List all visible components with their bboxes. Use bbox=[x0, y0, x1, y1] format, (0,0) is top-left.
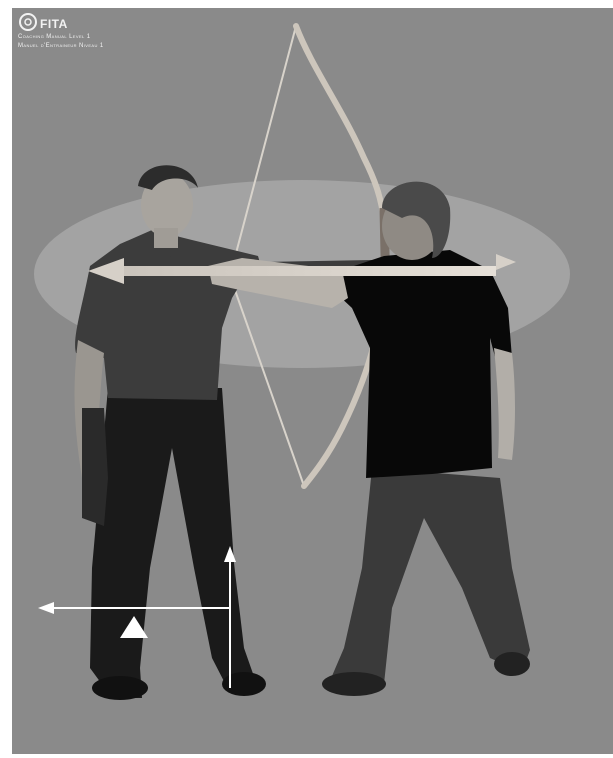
brand-name: FITA bbox=[40, 17, 68, 31]
brand-subtitle-en: Coaching Manual Level 1 bbox=[18, 34, 90, 40]
archery-illustration bbox=[12, 8, 613, 754]
brand-subtitle-fr: Manuel d'Entraineur Niveau 1 bbox=[18, 43, 104, 49]
illustration-frame: FITA Coaching Manual Level 1 Manuel d'En… bbox=[12, 8, 613, 754]
fita-logo-icon bbox=[18, 12, 38, 32]
